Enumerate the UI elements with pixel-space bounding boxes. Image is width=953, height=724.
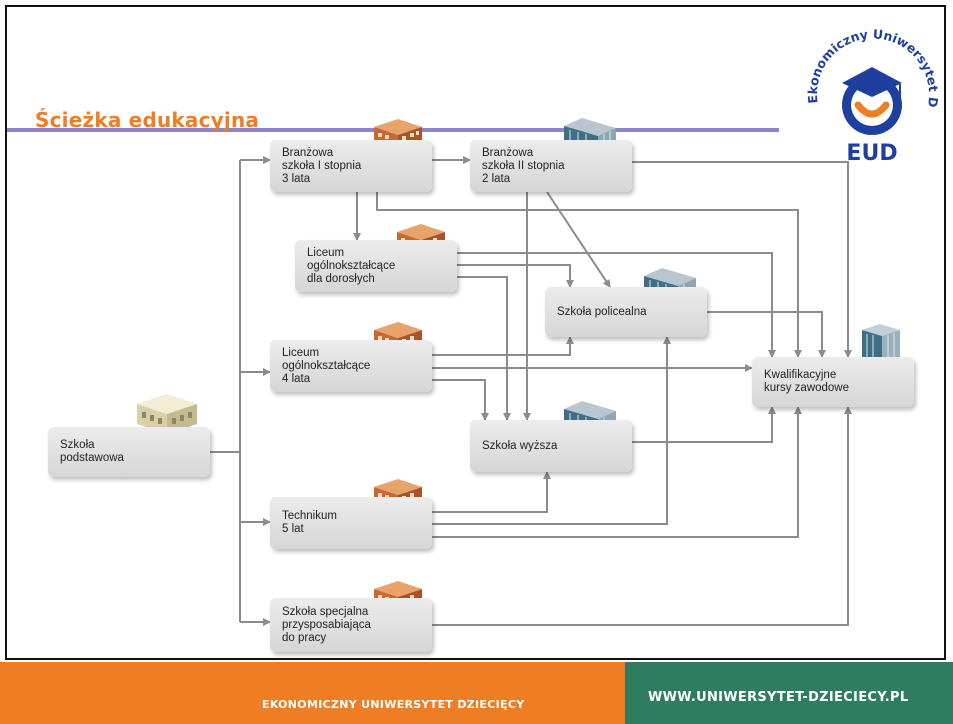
logo-face-inner [851,84,893,126]
connector-arrow [432,379,489,421]
node-liceum-dla-doroslych: Liceum ogólnokształcące dla dorosłych [295,240,457,292]
graduation-cap-icon [842,67,902,97]
connector-arrow [432,471,551,513]
node-branzowa-i-stopnia: Branżowa szkoła I stopnia 3 lata [270,140,432,192]
page-title: Ścieżka edukacyjna [35,108,260,132]
connector-arrow [632,406,776,443]
node-kwalifikacyjne-kursy: Kwalifikacyjne kursy zawodowe [752,357,914,407]
node-technikum: Technikum 5 lat [270,497,432,549]
connector-arrow [432,336,574,356]
footer-org-name: EKONOMICZNY UNIWERSYTET DZIECIĘCY [262,698,525,711]
connector-arrow [432,336,671,525]
footer-left-band [0,662,625,724]
connector-arrow [432,406,802,538]
eud-logo: Ekonomiczny Uniwersytet Dziecięcy EUD [800,5,941,165]
slide-frame [5,5,946,660]
node-szkola-specjalna: Szkoła specjalna przysposabiająca do pra… [270,598,432,652]
school-building-icon [137,394,197,434]
logo-smile [854,101,890,118]
connector-arrow [432,406,852,626]
node-liceum-ogolnoksztalcace: Liceum ogólnokształcące 4 lata [270,340,432,392]
connector-arrow [457,276,511,421]
footer-right-band [625,662,953,724]
footer-website-link[interactable]: WWW.UNIWERSYTET-DZIECIECY.PL [648,690,909,705]
node-szkola-wyzsza: Szkoła wyższa [470,420,632,472]
connector-arrow [546,191,611,288]
connector-arrow [376,192,802,358]
connector-arrow [707,311,826,358]
connector-arrow [632,161,852,358]
connector-arrow [457,264,574,288]
node-branzowa-ii-stopnia: Branżowa szkoła II stopnia 2 lata [470,140,632,192]
logo-abbrev: EUD [846,141,897,165]
node-szkola-policealna: Szkoła policealna [545,287,707,337]
connector-arrow [457,252,776,358]
node-szkola-podstawowa: Szkoła podstawowa [48,427,210,477]
